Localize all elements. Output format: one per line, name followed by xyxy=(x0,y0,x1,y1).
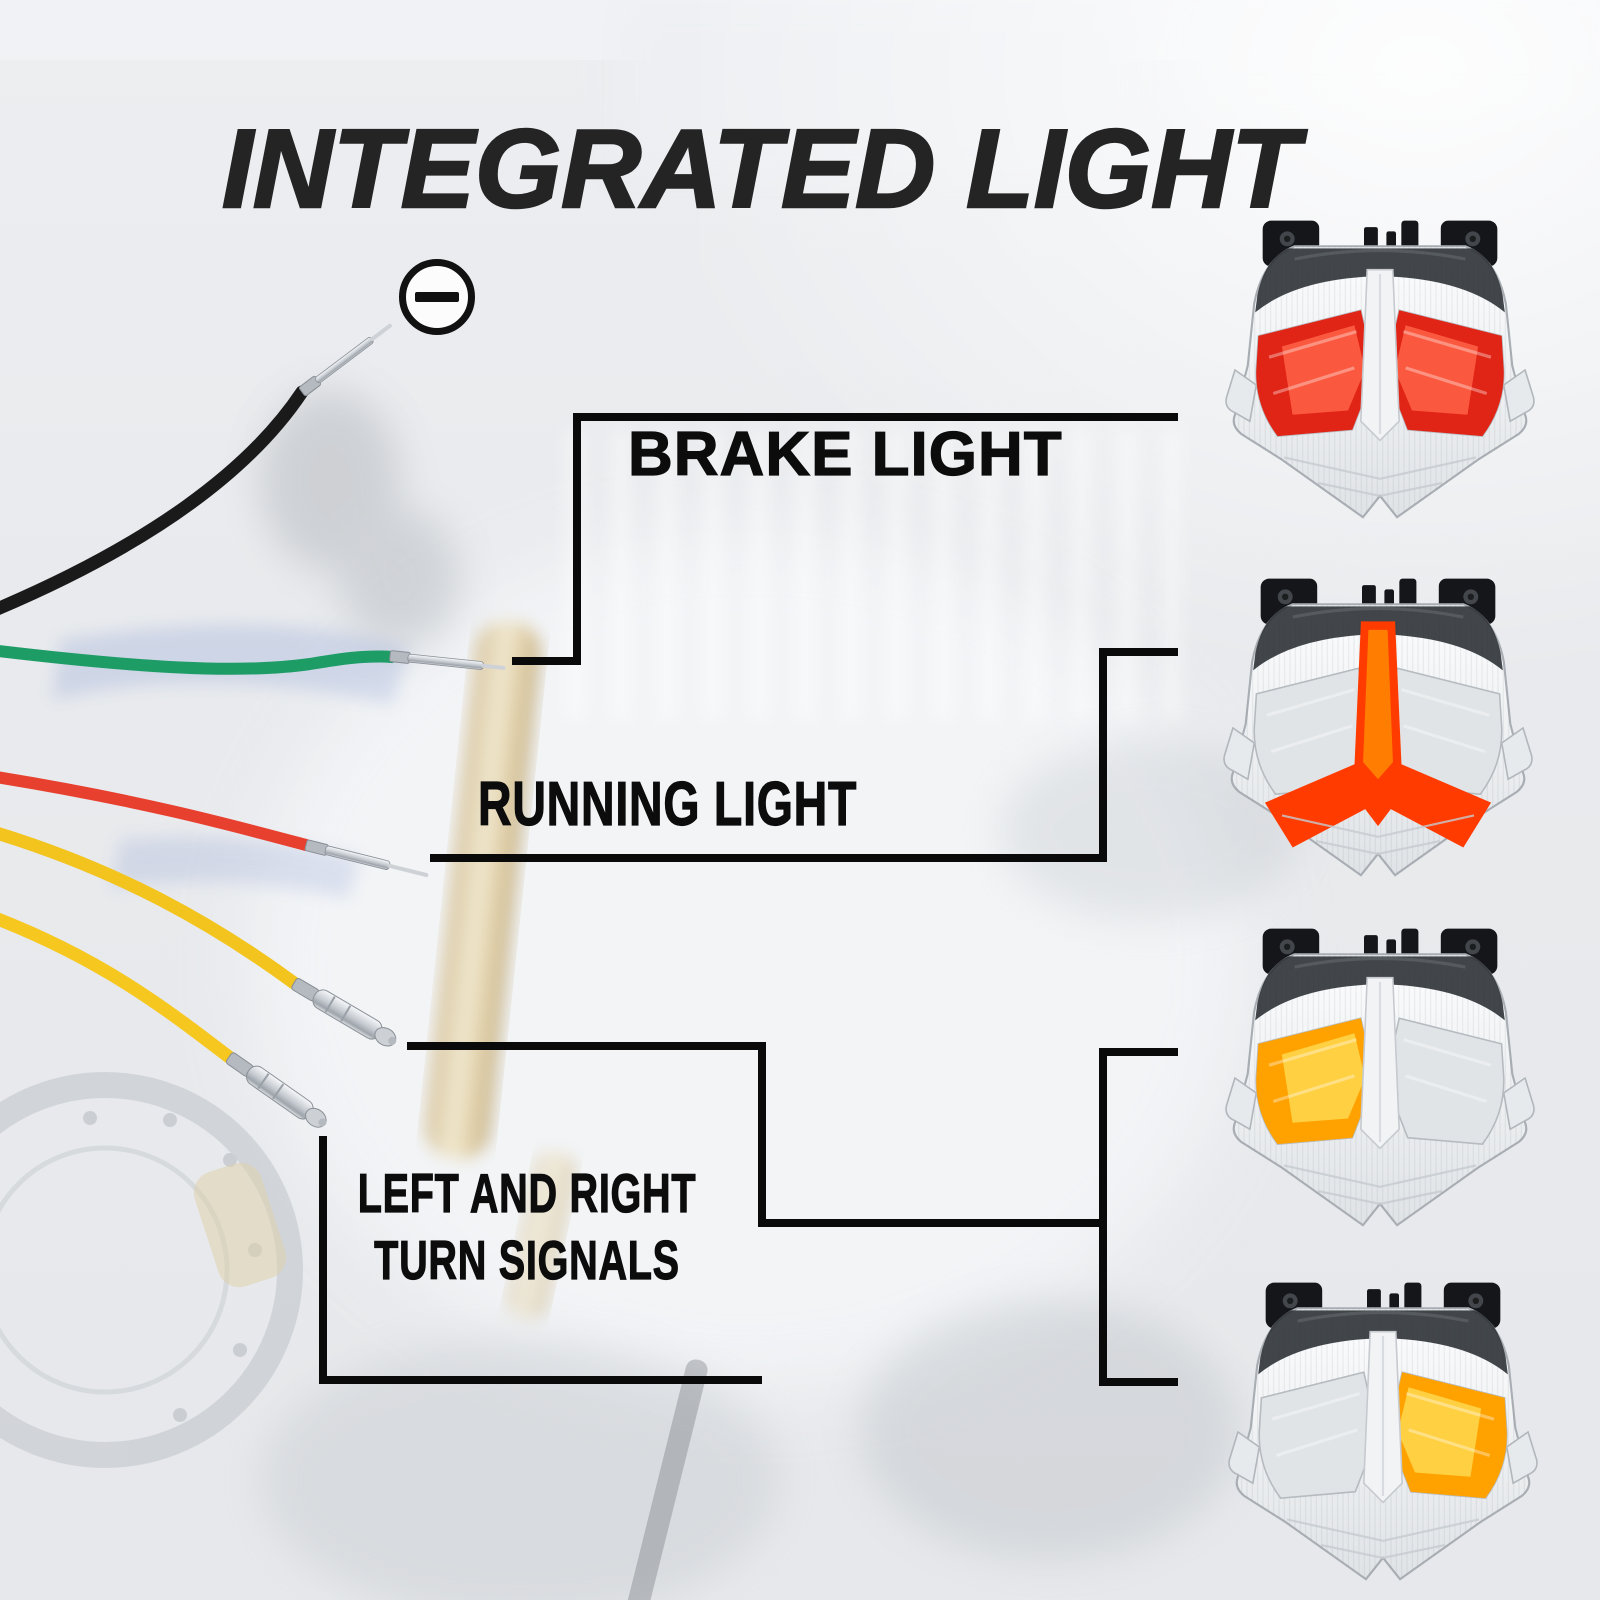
turn-signal-callout-top-line xyxy=(407,1042,1103,1227)
brake-light-label: BRAKE LIGHT xyxy=(627,419,1063,489)
turn-signal-callout-bracket xyxy=(1099,1048,1178,1386)
tail-light-brake xyxy=(1224,219,1536,519)
turn-signals-label-line2: TURN SIGNALS xyxy=(374,1228,680,1291)
page-title: INTEGRATED LIGHT xyxy=(221,107,1301,232)
turn-signals-label: LEFT AND RIGHT TURN SIGNALS xyxy=(325,1160,728,1294)
turn-signal-callout-left-line xyxy=(319,1136,762,1384)
running-light-callout-line xyxy=(430,648,1178,862)
bg-kickstand xyxy=(627,1359,708,1600)
brake-light-callout-line xyxy=(512,413,1178,665)
black-negative-wire xyxy=(0,385,309,615)
red-wire-terminal xyxy=(304,839,429,877)
green-brake-wire xyxy=(0,645,398,675)
bg-gold-fork xyxy=(424,621,542,1159)
yellow-turn-wire-1 xyxy=(0,827,301,990)
yellow-wire-2-bullet-connector xyxy=(225,1052,327,1128)
bg-brake-disc xyxy=(0,1072,303,1468)
green-wire-terminal xyxy=(389,650,506,670)
tail-light-running xyxy=(1222,577,1534,877)
black-wire-terminal xyxy=(298,323,392,397)
turn-signals-label-line1: LEFT AND RIGHT xyxy=(357,1161,697,1224)
minus-icon xyxy=(399,259,475,335)
running-light-label: RUNNING LIGHT xyxy=(478,769,858,839)
minus-icon-bar xyxy=(415,292,459,302)
tail-light-turn-left xyxy=(1224,927,1536,1227)
tail-light-turn-right xyxy=(1227,1281,1539,1581)
bg-dark-parts xyxy=(260,390,1300,1600)
red-running-wire xyxy=(0,771,312,851)
yellow-wire-1-bullet-connector xyxy=(291,978,397,1047)
yellow-turn-wire-2 xyxy=(0,912,236,1064)
bg-gold-fork-lower xyxy=(506,1150,576,1320)
